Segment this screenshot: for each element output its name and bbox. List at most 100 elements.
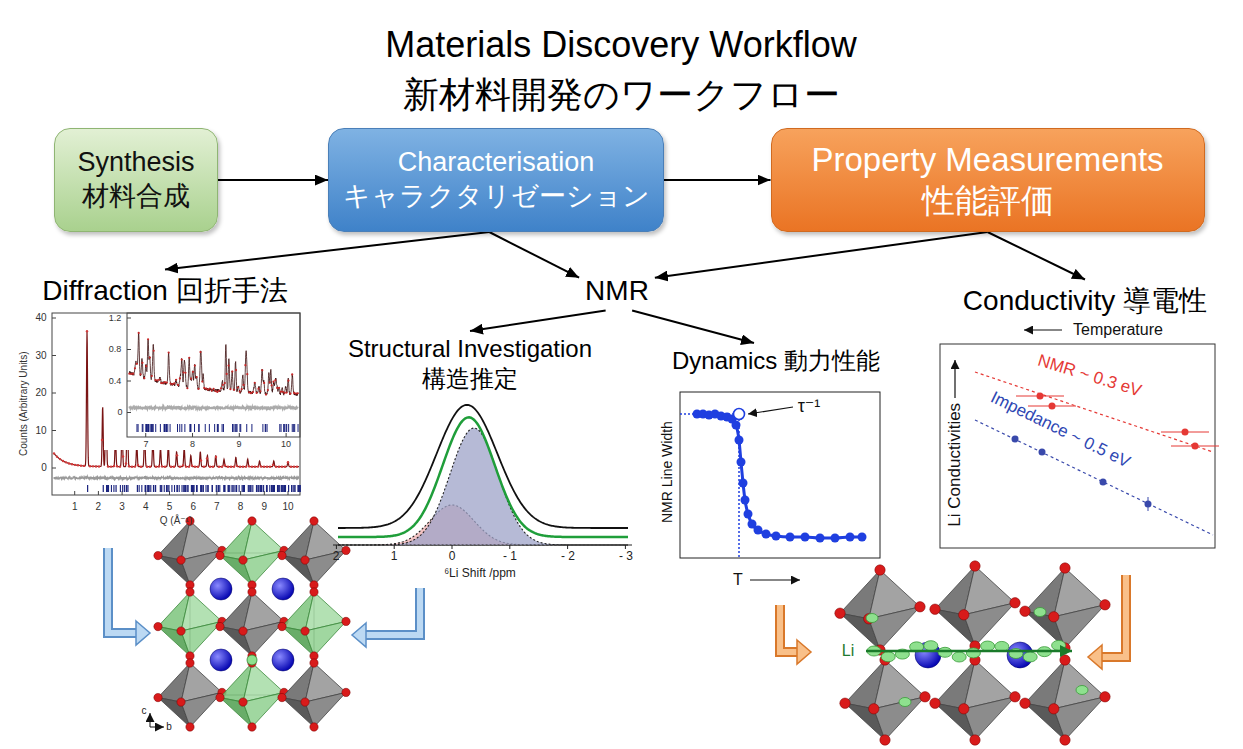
reflection-tick bbox=[141, 485, 142, 492]
data-point bbox=[254, 382, 256, 384]
data-point bbox=[185, 465, 187, 467]
data-point bbox=[762, 530, 771, 539]
data-point bbox=[183, 371, 185, 373]
oxygen-atom bbox=[835, 608, 845, 618]
data-point bbox=[156, 379, 158, 381]
oxygen-atom bbox=[959, 704, 969, 714]
data-point bbox=[170, 465, 172, 467]
reflection-tick bbox=[299, 485, 300, 492]
reflection-tick bbox=[266, 485, 267, 492]
lithium-sphere bbox=[247, 655, 257, 665]
diffraction-curve bbox=[129, 333, 297, 396]
data-point bbox=[1049, 403, 1056, 410]
reflection-tick bbox=[212, 485, 213, 492]
data-point bbox=[1145, 501, 1152, 508]
data-point bbox=[207, 388, 209, 390]
data-point bbox=[175, 379, 177, 381]
reflection-tick bbox=[279, 424, 280, 432]
arrow-shaft bbox=[366, 588, 420, 635]
data-point bbox=[218, 390, 220, 392]
reflection-tick bbox=[229, 485, 230, 492]
tick-mark bbox=[192, 433, 193, 437]
node-text: Dynamics 動力性能 bbox=[672, 346, 880, 376]
octahedron-face bbox=[964, 603, 1015, 646]
axis-tick: 30 bbox=[35, 350, 46, 362]
reflection-tick bbox=[236, 424, 237, 432]
flow-arrow bbox=[108, 548, 150, 645]
data-point bbox=[176, 454, 178, 456]
curve-label: Impedance ~ 0.5 eV bbox=[987, 388, 1133, 472]
diffusion-structure bbox=[835, 561, 1110, 745]
data-point bbox=[192, 371, 194, 373]
reflection-tick bbox=[297, 485, 298, 492]
data-point bbox=[139, 373, 141, 375]
reflection-tick bbox=[263, 485, 264, 492]
connector-arrow bbox=[470, 311, 606, 332]
reflection-tick bbox=[164, 424, 165, 432]
reflection-tick bbox=[147, 424, 148, 432]
oxygen-atom bbox=[959, 610, 969, 620]
reflection-tick bbox=[209, 424, 210, 432]
reflection-tick bbox=[155, 424, 156, 432]
tick-mark bbox=[52, 393, 56, 394]
data-point bbox=[71, 463, 73, 465]
reflection-tick bbox=[148, 424, 149, 432]
method-label: Dynamics 動力性能 bbox=[666, 343, 886, 379]
data-point bbox=[116, 465, 118, 467]
data-point bbox=[188, 465, 190, 467]
data-point bbox=[293, 392, 295, 394]
oxygen-atom bbox=[840, 698, 850, 708]
reflection-tick bbox=[171, 485, 172, 492]
oxygen-atom bbox=[915, 602, 925, 612]
reflection-tick bbox=[273, 485, 274, 492]
spectrum-curve bbox=[338, 405, 628, 528]
data-point bbox=[293, 465, 295, 467]
data-point bbox=[209, 465, 211, 467]
data-point bbox=[858, 533, 867, 542]
reflection-tick bbox=[288, 424, 289, 432]
axis-tick: 1 bbox=[72, 501, 78, 513]
reflection-tick bbox=[185, 485, 186, 492]
data-point bbox=[160, 382, 162, 384]
reflection-tick bbox=[227, 485, 228, 492]
reflection-tick bbox=[106, 485, 107, 492]
data-point bbox=[134, 465, 136, 467]
data-point bbox=[161, 465, 163, 467]
data-point bbox=[295, 392, 297, 394]
data-point bbox=[168, 351, 170, 353]
data-point bbox=[231, 370, 233, 372]
reflection-tick bbox=[193, 485, 194, 492]
oxygen-atom bbox=[880, 735, 890, 745]
axis-tick: 6 bbox=[190, 501, 196, 513]
arrow-head bbox=[136, 621, 150, 645]
lithium-density bbox=[924, 641, 938, 651]
reflection-tick bbox=[136, 424, 137, 432]
data-point bbox=[177, 384, 179, 386]
axis-tick: 7 bbox=[214, 501, 220, 513]
reflection-tick bbox=[177, 485, 178, 492]
axis-label: c bbox=[142, 705, 147, 717]
reflection-tick bbox=[151, 424, 152, 432]
data-point bbox=[1039, 449, 1046, 456]
data-point bbox=[212, 465, 214, 467]
data-point bbox=[291, 373, 293, 375]
reflection-tick bbox=[153, 485, 154, 492]
data-point bbox=[237, 386, 239, 388]
data-point bbox=[287, 380, 289, 382]
reflection-tick bbox=[222, 424, 223, 432]
tick-mark bbox=[509, 545, 510, 549]
reflection-tick bbox=[299, 485, 300, 492]
connector-arrow bbox=[632, 311, 754, 344]
reflection-tick bbox=[251, 485, 252, 492]
reflection-tick bbox=[138, 424, 139, 432]
plot-frame bbox=[52, 313, 300, 495]
cation-sphere bbox=[210, 578, 232, 600]
node-text: Property Measurements 性能評価 bbox=[783, 139, 1193, 222]
reflection-tick bbox=[142, 424, 143, 432]
data-point bbox=[263, 382, 265, 384]
reflection-tick bbox=[150, 485, 151, 492]
data-point bbox=[229, 388, 231, 390]
axis-tick: 4 bbox=[143, 501, 149, 513]
axis-tick: 2 bbox=[333, 550, 340, 564]
reflection-tick bbox=[179, 485, 180, 492]
